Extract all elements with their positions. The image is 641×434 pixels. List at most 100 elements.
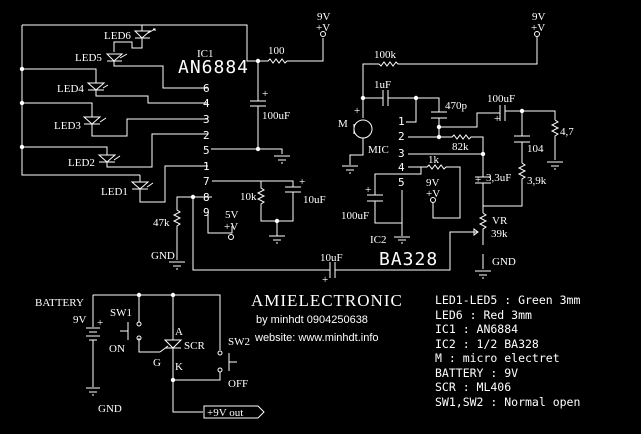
led2-symbol xyxy=(97,154,117,163)
resistor-10k xyxy=(256,181,294,222)
note-line: IC2 : 1/2 BA328 xyxy=(435,337,539,351)
led1-symbol xyxy=(130,181,150,190)
ground-symbol-pin7 xyxy=(269,221,285,244)
led1-light-arrow xyxy=(146,182,154,188)
scr-gate-label: G xyxy=(153,357,161,369)
sw2-contact xyxy=(217,350,223,356)
sw1-contact xyxy=(136,335,142,341)
svg-text:+: + xyxy=(299,176,305,188)
note-line: SCR : ML406 xyxy=(435,380,511,394)
ground-symbol-ic2 xyxy=(394,223,410,244)
note-line: LED1-LED5 : Green 3mm xyxy=(435,293,580,307)
ic2-pin-4: 4 xyxy=(398,161,405,174)
led1-label: LED1 xyxy=(101,186,128,198)
resistor-82k xyxy=(439,134,484,154)
r82k-label: 82k xyxy=(452,141,469,153)
capacitor-100uf-ic2 xyxy=(367,190,403,224)
c3-3uf-label: 3,3uF xyxy=(486,172,511,184)
mic-label: MIC xyxy=(368,144,389,156)
resistor-100k xyxy=(362,37,538,98)
sw1-contact xyxy=(136,321,142,327)
brand-title: AMIELECTRONIC xyxy=(251,291,403,310)
capacitor-3-3uf xyxy=(475,154,491,213)
led4-label: LED4 xyxy=(57,83,84,95)
top-rail-wire xyxy=(22,24,258,62)
capacitor-10uf-ic1 xyxy=(285,186,301,204)
c100uf-out-label: 100uF xyxy=(487,93,515,105)
ic2-supply-9v-label: 9V xyxy=(532,11,546,23)
pin8-coupling-wire xyxy=(192,197,330,271)
ic1-led-section: LED6 LED5 LED4 LED3 LED2 LED1 IC1 AN6884 xyxy=(19,11,478,286)
led5-light-arrow xyxy=(119,53,128,59)
c470p-label: 470p xyxy=(445,100,468,112)
scr-symbol xyxy=(163,295,183,380)
ic1-pin-1: 1 xyxy=(203,160,210,173)
capacitor-470p xyxy=(416,97,447,127)
resistor-1k xyxy=(421,164,461,219)
potentiometer-vr xyxy=(475,212,491,279)
r10k-label: 10k xyxy=(240,191,257,203)
svg-text:+: + xyxy=(365,184,371,196)
ic1-pin-9: 9 xyxy=(203,206,210,219)
led6-label: LED6 xyxy=(104,30,131,42)
battery-symbol xyxy=(86,294,221,396)
svg-text:+: + xyxy=(97,317,103,329)
ic1-supply-9v-label: 9V xyxy=(317,11,331,23)
wiper-arrow xyxy=(473,228,479,236)
sw2-state-label: OFF xyxy=(228,378,248,390)
output-port-symbol xyxy=(203,405,265,419)
r100k-label: 100k xyxy=(374,49,397,61)
led3-symbol xyxy=(82,116,102,125)
led4-light-arrow xyxy=(102,84,109,89)
sw2-contact xyxy=(217,367,223,373)
capacitor-100uf-out xyxy=(499,105,556,121)
sw1-label: SW1 xyxy=(110,307,132,319)
supply-5v-terminal xyxy=(228,234,234,240)
c104-label: 104 xyxy=(527,143,544,155)
ic2-part-label: BA328 xyxy=(379,249,438,270)
svg-text:+: + xyxy=(262,88,268,100)
vr-value-label: 39k xyxy=(491,228,508,240)
capacitor-100uf-ic1 xyxy=(250,61,266,149)
svg-text:+: + xyxy=(494,113,500,125)
website-line: website: www.minhdt.info xyxy=(254,332,379,344)
capacitor-1uf xyxy=(363,90,417,123)
ground-symbol-mic xyxy=(342,138,364,174)
note-line: LED6 : Red 3mm xyxy=(435,308,532,322)
led5-label: LED5 xyxy=(75,52,102,64)
microphone-symbol xyxy=(353,119,373,139)
ground-symbol-pin5 xyxy=(211,148,290,164)
note-line: M : micro electret xyxy=(435,351,560,365)
ic1-ref-label: IC1 xyxy=(197,48,214,60)
sw1-actuator[interactable] xyxy=(120,322,129,340)
ic1-pin-5: 5 xyxy=(203,144,210,157)
svg-text:+: + xyxy=(322,274,328,286)
resistor-100 xyxy=(258,38,324,64)
ic2-pin-3: 3 xyxy=(398,147,405,160)
c1uf-label: 1uF xyxy=(374,79,391,91)
power-gnd-label: GND xyxy=(98,403,122,415)
ic1-supply-plusv: +V xyxy=(316,22,330,34)
led6-light-arrow xyxy=(147,28,156,34)
c10uf-coupling-label: 10uF xyxy=(320,252,343,264)
ic2-supply-terminal xyxy=(534,31,540,37)
ic1-part-label: AN6884 xyxy=(178,57,249,78)
sw2-actuator[interactable] xyxy=(173,353,237,381)
battery-voltage-label: 9V xyxy=(73,314,87,326)
ic2-pin-1: 1 xyxy=(398,115,405,128)
led-common-bus xyxy=(21,25,140,176)
vr-ref-label: VR xyxy=(492,215,508,227)
led5-symbol xyxy=(105,53,124,62)
led3-label: LED3 xyxy=(54,120,81,132)
r47k-label: 47k xyxy=(153,217,170,229)
ic2-supply-9v-small: 9V xyxy=(426,177,440,189)
sw2-label: SW2 xyxy=(228,336,250,348)
ic2-mic-section: 9V +V 100k 1uF 470p + M MIC 1 2 3 4 5 82… xyxy=(338,11,574,279)
led2-label: LED2 xyxy=(68,157,95,169)
scr-anode-label: A xyxy=(175,326,183,338)
battery-label: BATTERY xyxy=(35,297,84,309)
ground-symbol-47k xyxy=(169,261,185,270)
ic2-pin-2: 2 xyxy=(398,130,405,143)
ic1-supply-terminal xyxy=(320,31,326,37)
